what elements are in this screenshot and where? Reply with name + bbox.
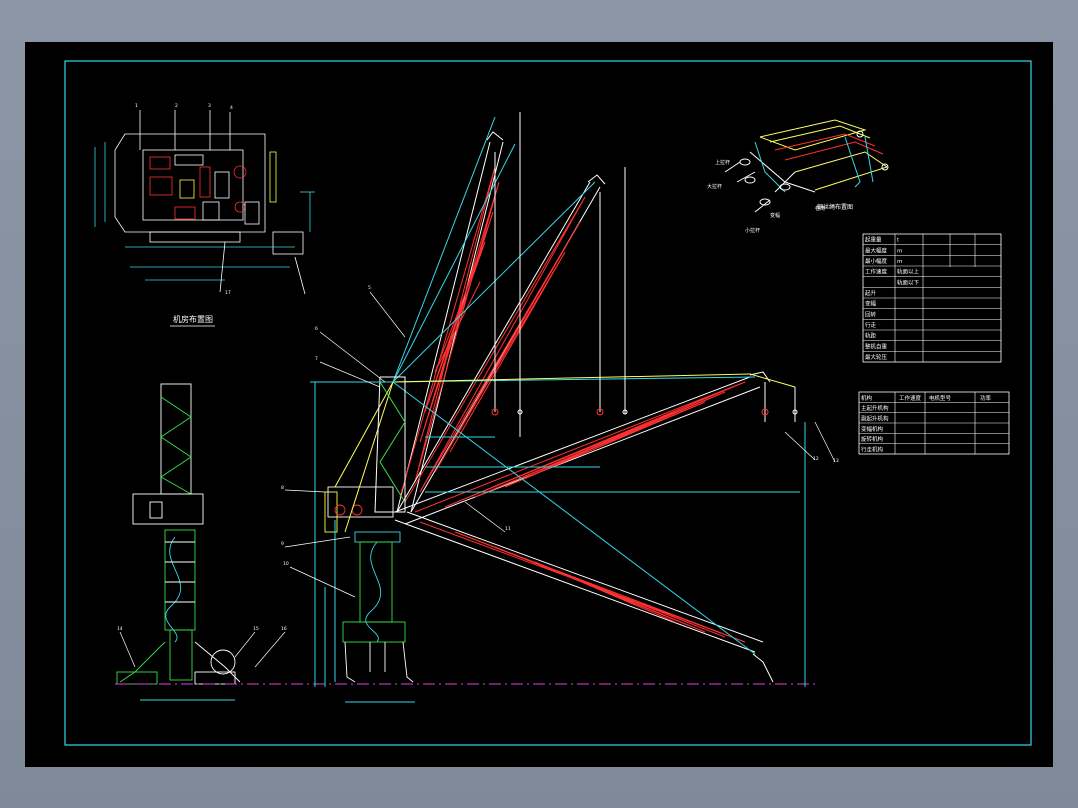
part-number-label: 6 (315, 326, 318, 332)
motor-header-cell: 工作速度 (899, 394, 922, 402)
motor-cell: 变幅机构 (861, 425, 884, 433)
axon-label-5: 卷筒 (815, 205, 825, 212)
spec-cell: 轨面以上 (897, 268, 920, 276)
spec-cell: t (897, 238, 900, 244)
spec-table: 起重量 t 最大幅度 m 最小幅度 m 工作速度 轨面以上轨面以下起升变幅回转行走轨距整机自重… (862, 233, 1002, 363)
axon-label-3: 变幅 (770, 212, 780, 219)
part-number-label: 5 (368, 285, 371, 291)
part-number-label: 15 (253, 626, 259, 632)
axon-label-4: 小拉杆 (745, 227, 760, 234)
spec-cell: 行走 (865, 321, 877, 329)
part-number-label: 8 (281, 485, 284, 491)
part-number-label: 2 (175, 103, 178, 109)
spec-cell: 最小幅度 (865, 257, 888, 265)
spec-cell: 起重量 (865, 236, 882, 244)
drawing-sheet: 机房布置图 (25, 42, 1053, 767)
motor-header-cell: 功率 (980, 394, 992, 402)
spec-cell: 最大幅度 (865, 246, 888, 254)
part-number-label: 4 (230, 105, 233, 111)
axon-label-1: 上拉杆 (715, 159, 730, 166)
side-view-portal (324, 486, 415, 703)
axon-view-title: 钢丝绳布置图 (817, 203, 853, 211)
spec-cell: m (897, 259, 902, 265)
part-number-label: 1 (135, 103, 138, 109)
part-number-label: 3 (208, 103, 211, 109)
part-number-label: 13 (833, 458, 839, 464)
motor-cell: 旋转机构 (861, 435, 884, 443)
part-number-label: 11 (505, 526, 511, 532)
rope-axonometric (724, 119, 889, 213)
part-number-label: 12 (813, 456, 819, 462)
cad-drawing: 机房布置图 (64, 60, 1032, 746)
part-number-label: 7 (315, 356, 318, 362)
spec-cell: 工作速度 (865, 268, 888, 276)
part-number-label: 16 (281, 626, 287, 632)
spec-cell: 整机自重 (865, 342, 888, 350)
spec-cell: 轨面以下 (897, 278, 920, 286)
jib-positions (310, 112, 806, 687)
motor-table: 机构 工作速度电机型号 功率主起升机构副起升机构变幅机构旋转机构行走机构 (858, 391, 1010, 455)
motor-cell: 行走机构 (861, 446, 884, 454)
front-view-crane (116, 383, 241, 701)
spec-cell: 最大轮压 (865, 353, 888, 361)
motor-header-cell: 机构 (861, 394, 873, 402)
machine-room-plan (94, 110, 315, 295)
part-number-label: 9 (281, 541, 284, 547)
spec-cell: 起升 (865, 289, 877, 297)
spec-cell: m (897, 248, 902, 254)
part-leaders (119, 291, 836, 668)
spec-cell: 变幅 (865, 300, 877, 308)
drawing-border (64, 60, 1032, 746)
part-number-label: 10 (283, 561, 289, 567)
plan-view-title: 机房布置图 (173, 314, 213, 324)
axon-label-2: 大拉杆 (707, 183, 722, 190)
part-number-label: 17 (225, 290, 231, 296)
motor-cell: 主起升机构 (861, 404, 889, 412)
motor-header-cell: 电机型号 (929, 394, 952, 402)
spec-cell: 轨距 (865, 332, 877, 340)
part-number-label: 14 (117, 626, 123, 632)
motor-cell: 副起升机构 (861, 415, 889, 423)
spec-cell: 回转 (865, 310, 877, 318)
